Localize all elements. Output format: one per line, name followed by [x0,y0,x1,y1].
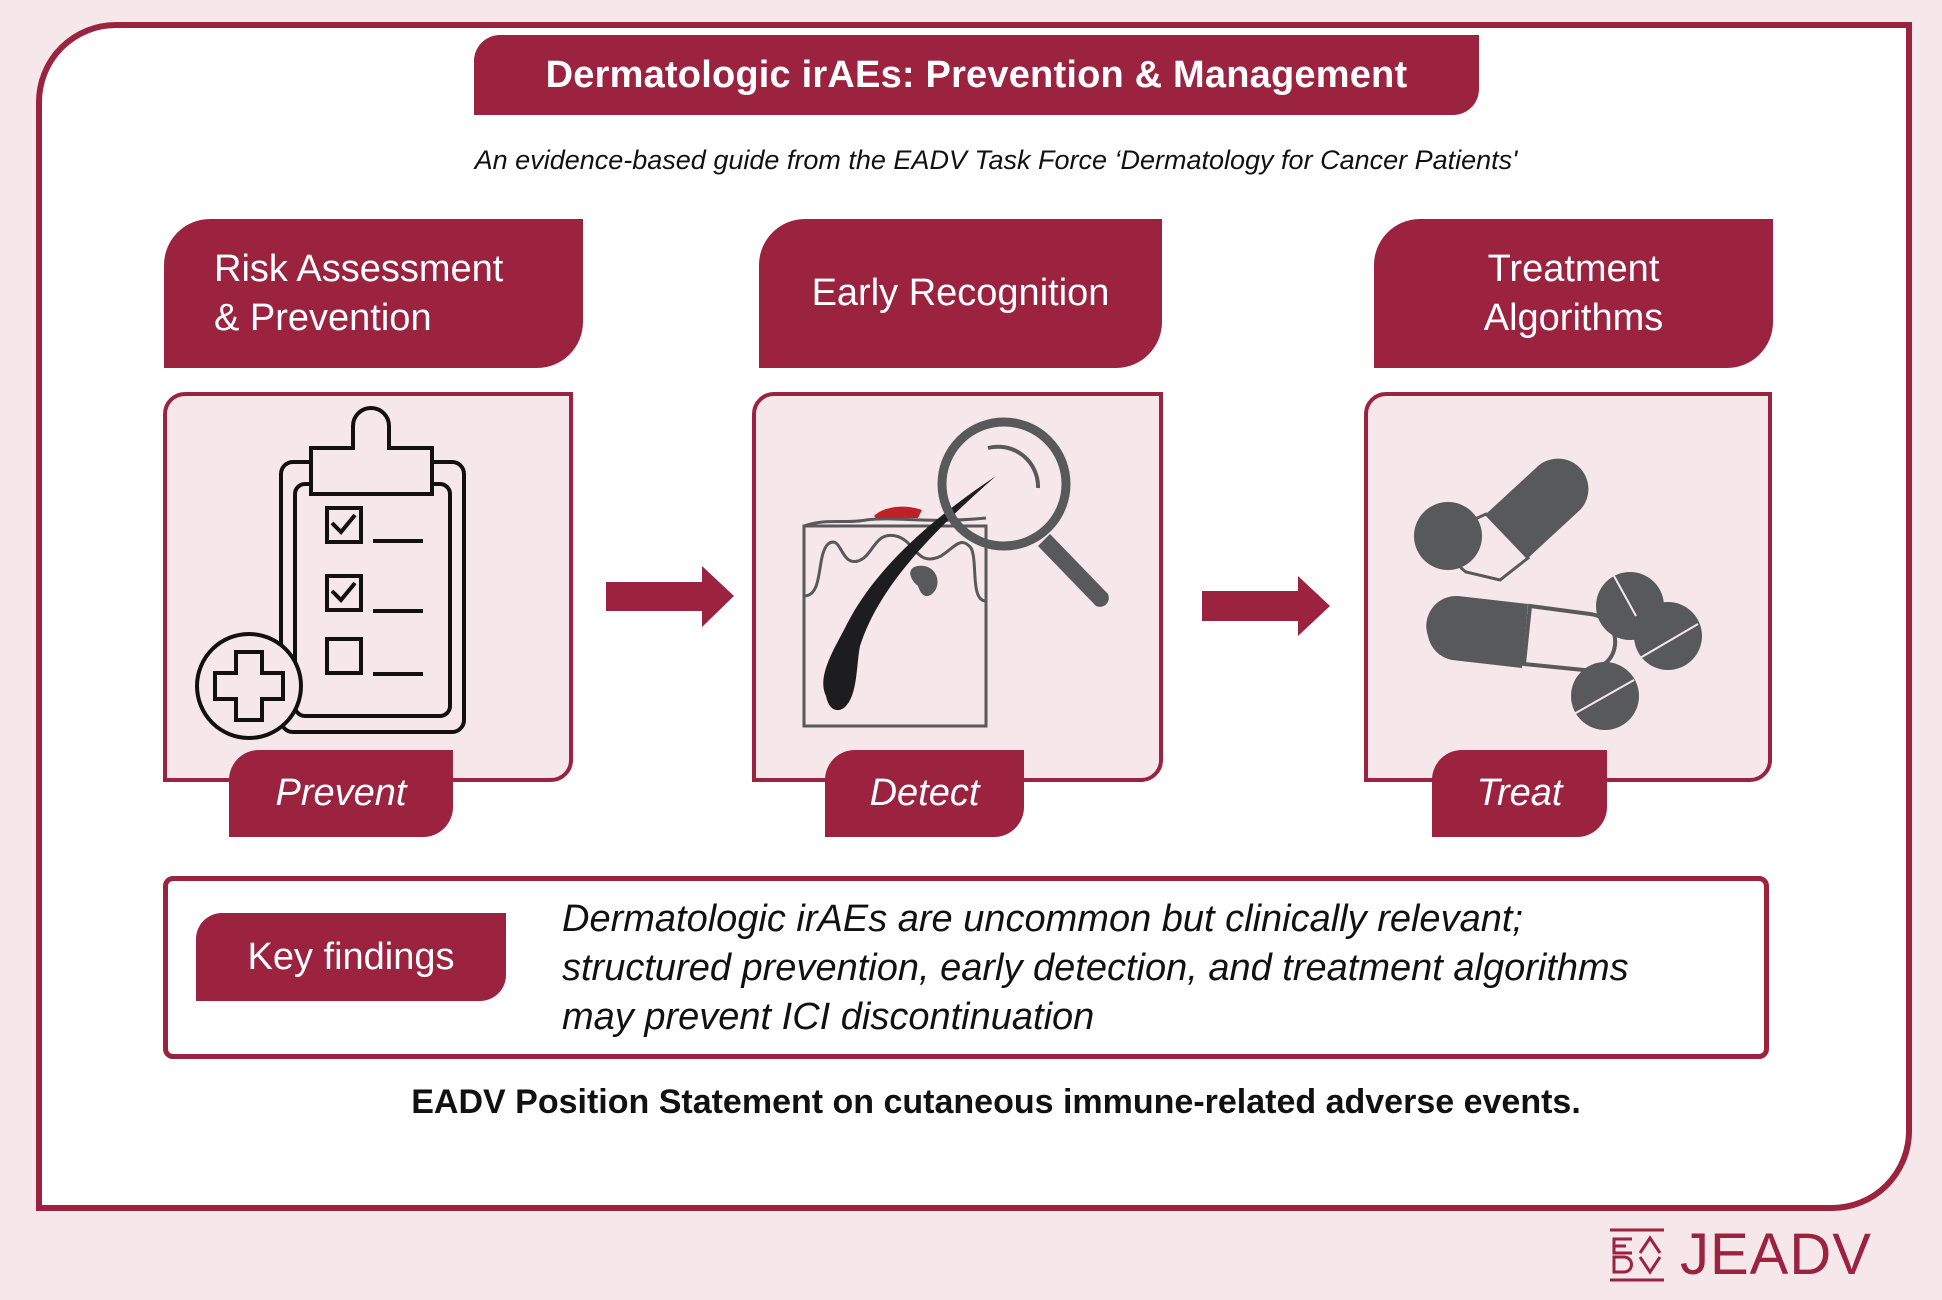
key-findings-badge-text: Key findings [247,935,455,978]
step-card-prevent [163,392,573,782]
step-card-treat [1364,392,1772,782]
key-findings-line: Dermatologic irAEs are uncommon but clin… [562,898,1523,940]
step-label-text: Detect [869,772,980,814]
step-heading-text: Early Recognition [811,272,1110,314]
key-findings-line: structured prevention, early detection, … [562,947,1629,989]
page-title: Dermatologic irAEs: Prevention & Managem… [545,53,1408,96]
step-heading-text: Treatment Algorithms [1483,247,1664,339]
position-statement: EADV Position Statement on cutaneous imm… [411,1083,1581,1121]
step-label-detect: Detect [825,750,1024,837]
skin-magnifier-icon [802,417,1109,728]
step-card-detect [752,392,1163,782]
step-heading-early-recognition: Early Recognition [759,219,1162,368]
step-heading-treatment-algorithms: Treatment Algorithms [1374,219,1773,368]
key-findings-badge: Key findings [196,913,506,1001]
step-heading-risk-assessment: Risk Assessment & Prevention [164,219,583,368]
logo-text: JEADV [1680,1222,1872,1287]
step-label-text: Treat [1476,772,1563,814]
pills-icon [1414,458,1702,730]
step-label-treat: Treat [1432,750,1607,837]
key-findings-line: may prevent ICI discontinuation [562,996,1095,1038]
eadv-mark-icon [1610,1228,1664,1282]
arrow-right-icon [606,566,734,627]
step-heading-text: Risk Assessment & Prevention [214,247,504,339]
jeadv-logo: JEADV [1608,1226,1872,1284]
subtitle: An evidence-based guide from the EADV Ta… [474,145,1518,175]
step-label-text: Prevent [275,772,407,814]
step-label-prevent: Prevent [229,750,453,837]
arrow-right-icon [1202,576,1330,636]
key-findings-text: Dermatologic irAEs are uncommon but clin… [562,895,1752,1042]
title-banner: Dermatologic irAEs: Prevention & Managem… [474,35,1479,115]
clipboard-checklist-medical-icon [195,406,466,740]
